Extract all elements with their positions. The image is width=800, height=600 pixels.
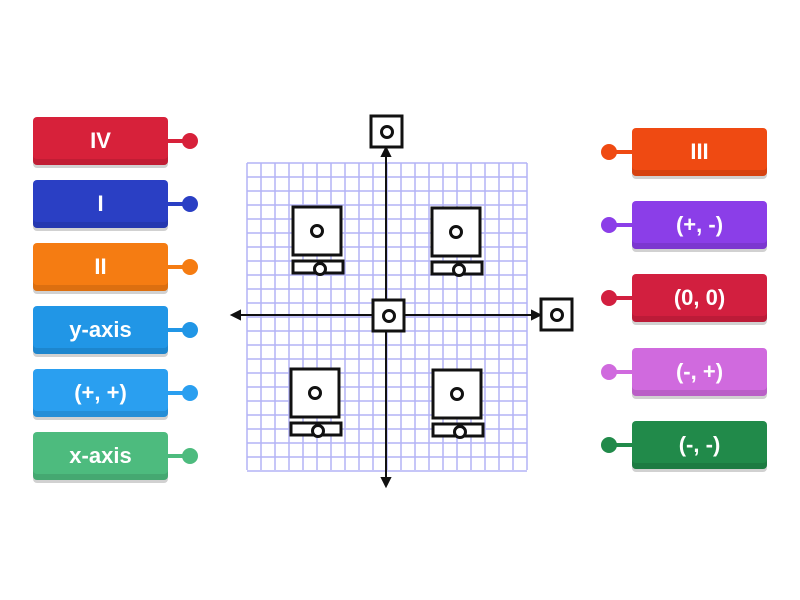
- answer-card[interactable]: (-, +): [632, 348, 767, 396]
- arrow-up-icon: [380, 145, 392, 157]
- answer-card[interactable]: (+, +): [33, 369, 168, 417]
- connector: [168, 454, 190, 458]
- drag-handle-dot[interactable]: [601, 217, 617, 233]
- answer-card[interactable]: (-, -): [632, 421, 767, 469]
- answer-label: (0, 0): [673, 285, 726, 310]
- drop-point-icon[interactable]: [380, 125, 394, 139]
- arrow-right-icon: [531, 309, 543, 321]
- drop-point-icon[interactable]: [382, 309, 396, 323]
- answer-label: (+, -): [675, 212, 724, 237]
- answer-card[interactable]: IV: [33, 117, 168, 165]
- answer-label: II: [94, 254, 107, 279]
- drop-point-icon[interactable]: [453, 425, 467, 439]
- answer-label: x-axis: [69, 443, 132, 468]
- drag-handle-dot[interactable]: [601, 290, 617, 306]
- connector: [168, 265, 190, 269]
- drop-point-icon[interactable]: [550, 308, 564, 322]
- connector: [168, 139, 190, 143]
- connector: [610, 150, 632, 154]
- connector: [610, 223, 632, 227]
- answer-label: (-, -): [678, 432, 721, 457]
- answer-label: III: [690, 139, 709, 164]
- drag-handle-dot[interactable]: [182, 448, 198, 464]
- arrow-left-icon: [229, 309, 241, 321]
- connector: [610, 370, 632, 374]
- drag-handle-dot[interactable]: [182, 196, 198, 212]
- answer-label: I: [97, 191, 104, 216]
- connector: [168, 328, 190, 332]
- drop-point-icon[interactable]: [313, 262, 327, 276]
- answer-label: (+, +): [74, 380, 127, 405]
- drag-handle-dot[interactable]: [601, 364, 617, 380]
- connector: [610, 296, 632, 300]
- drag-handle-dot[interactable]: [601, 437, 617, 453]
- connector: [168, 202, 190, 206]
- answer-label: IV: [90, 128, 111, 153]
- answer-card[interactable]: (+, -): [632, 201, 767, 249]
- answer-card[interactable]: II: [33, 243, 168, 291]
- drag-handle-dot[interactable]: [182, 259, 198, 275]
- answer-label: y-axis: [69, 317, 132, 342]
- arrow-down-icon: [380, 477, 392, 489]
- answer-card[interactable]: x-axis: [33, 432, 168, 480]
- connector: [610, 443, 632, 447]
- drop-point-icon[interactable]: [310, 224, 324, 238]
- drag-handle-dot[interactable]: [601, 144, 617, 160]
- answer-card[interactable]: y-axis: [33, 306, 168, 354]
- connector: [168, 391, 190, 395]
- drop-point-icon[interactable]: [449, 225, 463, 239]
- drag-handle-dot[interactable]: [182, 322, 198, 338]
- answer-label: (-, +): [675, 359, 724, 384]
- drag-handle-dot[interactable]: [182, 133, 198, 149]
- drag-handle-dot[interactable]: [182, 385, 198, 401]
- drop-point-icon[interactable]: [311, 424, 325, 438]
- drop-point-icon[interactable]: [450, 387, 464, 401]
- answer-card[interactable]: (0, 0): [632, 274, 767, 322]
- answer-card[interactable]: I: [33, 180, 168, 228]
- drop-point-icon[interactable]: [308, 386, 322, 400]
- drop-point-icon[interactable]: [452, 263, 466, 277]
- answer-card[interactable]: III: [632, 128, 767, 176]
